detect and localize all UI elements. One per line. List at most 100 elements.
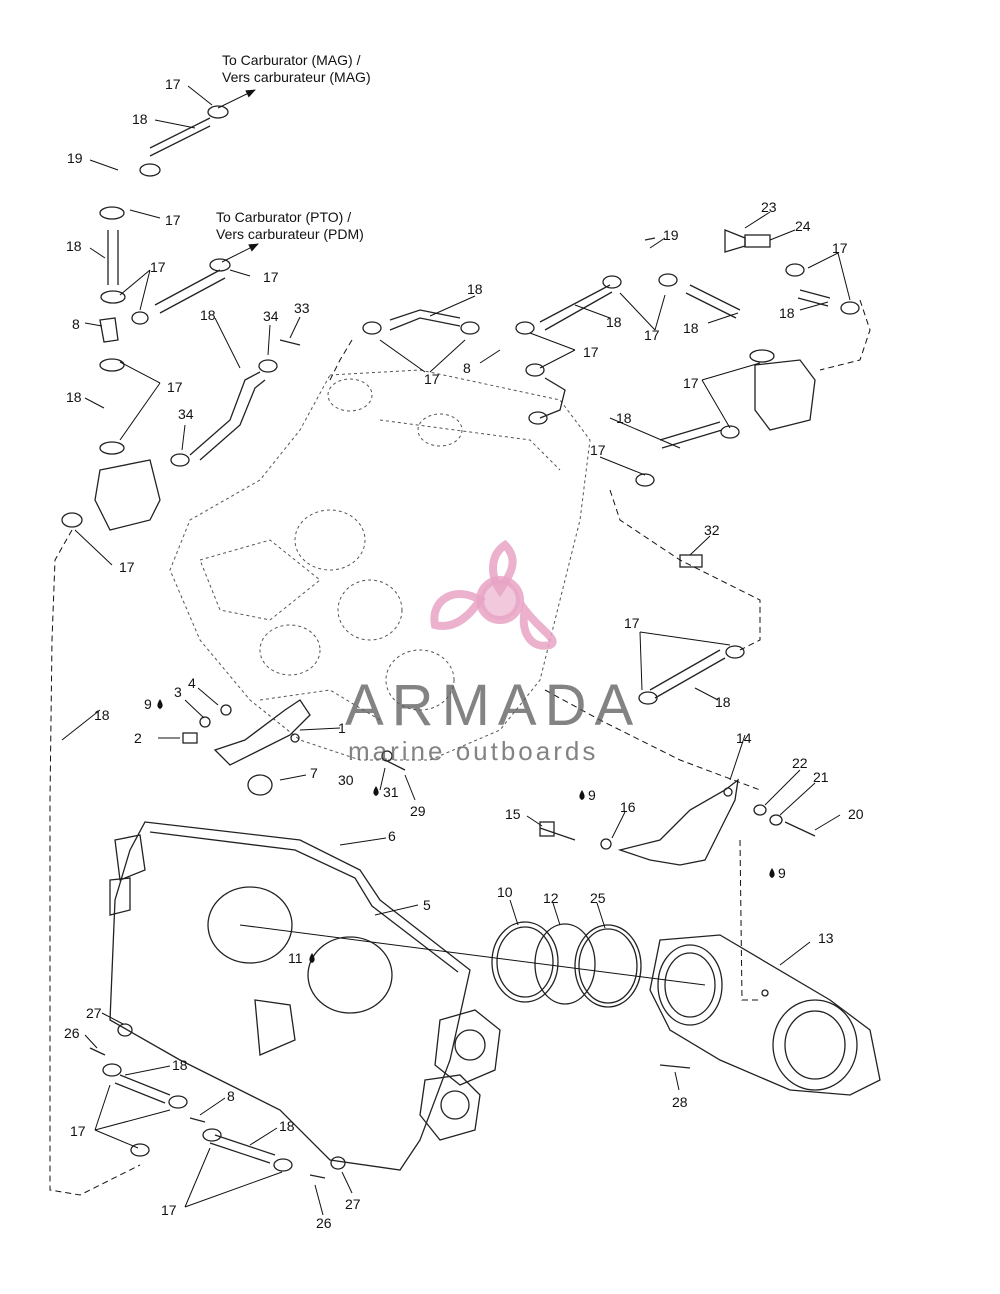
mag-destination-label-fr: Vers carburateur (MAG) (222, 69, 371, 85)
callout: 18 (66, 389, 82, 405)
callout: 10 (497, 884, 513, 900)
callout: 27 (345, 1196, 361, 1212)
sealant-drops (157, 699, 775, 963)
vent-line-2 (819, 299, 871, 371)
callout: 3 (174, 684, 182, 700)
throttle-lever (182, 699, 406, 796)
callout: 18 (132, 111, 148, 127)
watermark-brand: ARMADA (345, 673, 641, 738)
callout: 4 (188, 675, 196, 691)
valve-blocks (94, 317, 816, 531)
drop-icon (579, 790, 585, 800)
bracket-line (739, 839, 760, 1001)
armada-logo: ARMADA marine outboards (345, 539, 641, 766)
drop-icon (373, 786, 379, 796)
callout: 17 (590, 442, 606, 458)
callout: 34 (263, 308, 279, 324)
callout: 9 (144, 696, 152, 712)
callout: 13 (818, 930, 834, 946)
callout: 21 (813, 769, 829, 785)
callout: 17 (119, 559, 135, 575)
arrow-icon (221, 243, 259, 263)
callout: 27 (86, 1005, 102, 1021)
callout: 17 (583, 344, 599, 360)
callout: 8 (72, 316, 80, 332)
engine-outline (169, 369, 591, 761)
callout: 17 (644, 327, 660, 343)
callout: 18 (606, 314, 622, 330)
return-line (49, 529, 141, 1196)
fuel-hoses (107, 117, 831, 1164)
callout: 6 (388, 828, 396, 844)
bracket-assembly (539, 778, 816, 866)
arrow-icon (217, 89, 256, 109)
callout: 23 (761, 199, 777, 215)
pto-destination-label: To Carburator (PTO) / (216, 209, 351, 225)
callout: 17 (167, 379, 183, 395)
small-fittings (89, 237, 691, 1179)
drop-icon (769, 868, 775, 878)
callout: 17 (624, 615, 640, 631)
vent-line (329, 339, 353, 381)
callout-labels: 17 18 19 17 18 17 17 8 17 18 34 33 18 34… (64, 76, 864, 1231)
callout: 30 (338, 772, 354, 788)
callout: 17 (683, 375, 699, 391)
callout: 17 (161, 1202, 177, 1218)
callout: 14 (736, 730, 752, 746)
callout: 12 (543, 890, 559, 906)
callout: 18 (467, 281, 483, 297)
callout: 18 (616, 410, 632, 426)
callout: 34 (178, 406, 194, 422)
callout: 18 (66, 238, 82, 254)
callout: 2 (134, 730, 142, 746)
callout: 33 (294, 300, 310, 316)
adaptor-part (649, 934, 881, 1096)
callout: 18 (715, 694, 731, 710)
callout: 9 (778, 865, 786, 881)
callout: 18 (279, 1118, 295, 1134)
callout: 18 (200, 307, 216, 323)
drop-icon (157, 699, 163, 709)
leader-lines (61, 85, 851, 1216)
callout: 17 (165, 212, 181, 228)
callout: 17 (832, 240, 848, 256)
cable-line (544, 689, 761, 791)
callout: 15 (505, 806, 521, 822)
callout: 9 (588, 787, 596, 803)
ring-set (491, 921, 642, 1008)
callout: 19 (663, 227, 679, 243)
hose-clamps (61, 105, 860, 1172)
callout: 24 (795, 218, 811, 234)
pump-line (609, 489, 761, 651)
callout: 8 (227, 1088, 235, 1104)
callout: 17 (263, 269, 279, 285)
callout: 26 (316, 1215, 332, 1231)
callout: 29 (410, 803, 426, 819)
pto-destination-label-fr: Vers carburateur (PDM) (216, 226, 364, 242)
callout: 22 (792, 755, 808, 771)
air-silencer-body (109, 821, 501, 1171)
callout: 17 (70, 1123, 86, 1139)
callout: 20 (848, 806, 864, 822)
callout: 17 (165, 76, 181, 92)
callout: 28 (672, 1094, 688, 1110)
propeller-icon (430, 539, 557, 650)
callout: 5 (423, 897, 431, 913)
callout: 17 (424, 371, 440, 387)
watermark-tagline: marine outboards (348, 736, 598, 766)
callout: 17 (150, 259, 166, 275)
callout: 8 (463, 360, 471, 376)
mag-destination-label: To Carburator (MAG) / (222, 52, 361, 68)
callout: 16 (620, 799, 636, 815)
callout: 18 (94, 707, 110, 723)
callout: 11 (288, 950, 303, 966)
callout: 1 (338, 720, 346, 736)
callout: 18 (683, 320, 699, 336)
callout: 31 (383, 784, 399, 800)
drop-icon (309, 953, 315, 963)
callout: 26 (64, 1025, 80, 1041)
callout: 25 (590, 890, 606, 906)
callout: 7 (310, 765, 318, 781)
callout: 18 (779, 305, 795, 321)
callout: 18 (172, 1057, 188, 1073)
